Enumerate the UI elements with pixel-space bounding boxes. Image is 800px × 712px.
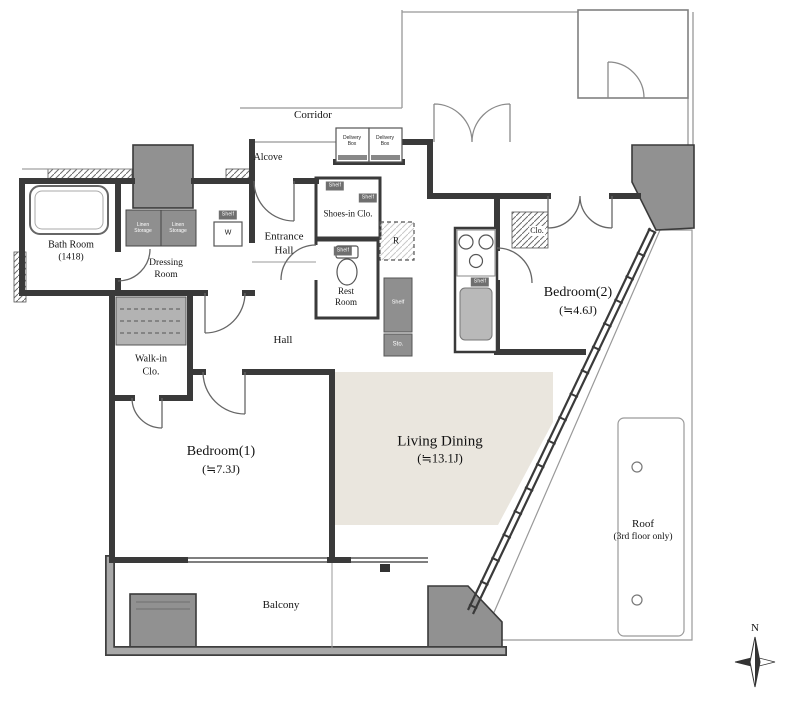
rest-room-walls (314, 238, 380, 320)
balcony-parapet (105, 555, 507, 656)
bedroom2-size: (≒4.6J) (559, 303, 597, 317)
delivery-boxes (335, 127, 403, 163)
roof-area (481, 229, 693, 641)
storage-label: Sto. (392, 341, 404, 348)
shelf-tag: Shelf (325, 181, 345, 191)
corridor-label: Corridor (294, 109, 332, 122)
shoes-closet-walls (314, 176, 382, 240)
compass-north-label: N (751, 622, 759, 635)
bathtub-icon (29, 185, 109, 235)
roof-drain-icon (631, 461, 643, 473)
balcony-right-block (427, 585, 503, 656)
bedroom2-name: Bedroom(2) (543, 285, 613, 301)
dressing-room-label: Dressing Room (149, 258, 183, 280)
refrigerator-box (379, 221, 415, 261)
linen-storage-label: Linen Storage (134, 222, 152, 234)
roof-label: Roof (3rd floor only) (613, 518, 672, 544)
bedroom1-size: (≒7.3J) (202, 462, 240, 476)
kitchen-shelf-box (383, 277, 413, 333)
hall-label: Hall (273, 334, 293, 347)
linen-storage-label: Linen Storage (169, 222, 187, 234)
kitchen-storage-box (383, 333, 413, 357)
shelf-tag: Shelf (333, 246, 353, 256)
living-dining-name: Living Dining (397, 433, 483, 450)
shelf-tag: Shelf (470, 277, 490, 287)
walk-in-closet-shelves (115, 296, 187, 346)
entrance-hall-label: Entrance Hall (264, 230, 304, 256)
living-dining-size: (≒13.1J) (417, 451, 463, 466)
rest-room-label: Rest Room (334, 285, 357, 307)
bedroom1-name: Bedroom(1) (186, 444, 256, 460)
roof-drain-icon (631, 594, 643, 606)
delivery-box-label: Delivery Box (342, 135, 362, 147)
bedroom1-label: Bedroom(1) (≒7.3J) (187, 444, 255, 478)
bedroom2-label: Bedroom(2) (≒4.6J) (544, 285, 612, 319)
block-louver-lines (136, 601, 190, 610)
bath-room-size: (1418) (58, 252, 84, 263)
delivery-box-label: Delivery Box (375, 135, 395, 147)
shelf-tag: Shelf (358, 193, 378, 203)
corridor-outline (240, 9, 694, 145)
window-lines (185, 557, 428, 563)
sink-icon (459, 287, 493, 341)
balcony-drain-icon (380, 564, 390, 572)
stove-icon (456, 229, 496, 277)
balcony-left-block (129, 593, 197, 656)
roof-note: (3rd floor only) (613, 531, 673, 542)
closet-label: Clo. (529, 226, 545, 236)
kitchen-shelf-label: Shelf (391, 299, 405, 306)
roof-name: Roof (631, 517, 654, 530)
washer-label: W (224, 229, 232, 237)
bath-room-label: Bath Room (1418) (48, 239, 94, 264)
washer-box (213, 221, 243, 247)
refrigerator-label: R (392, 235, 400, 246)
living-dining-floor (332, 372, 553, 525)
alcove-label: Alcove (253, 151, 283, 163)
door-arcs (117, 61, 645, 429)
structural-columns (129, 144, 695, 656)
balcony-label: Balcony (262, 599, 300, 612)
walk-in-closet-label: Walk-in Clo. (135, 353, 167, 378)
shoes-in-closet-label: Shoes-in Clo. (323, 208, 373, 219)
bath-room-name: Bath Room (48, 239, 94, 251)
living-dining-label: Living Dining (≒13.1J) (397, 432, 482, 468)
diagonal-window (466, 227, 657, 615)
compass-icon (734, 636, 776, 688)
shelf-tag: Shelf (218, 210, 238, 220)
linen-storage-boxes (125, 209, 197, 247)
